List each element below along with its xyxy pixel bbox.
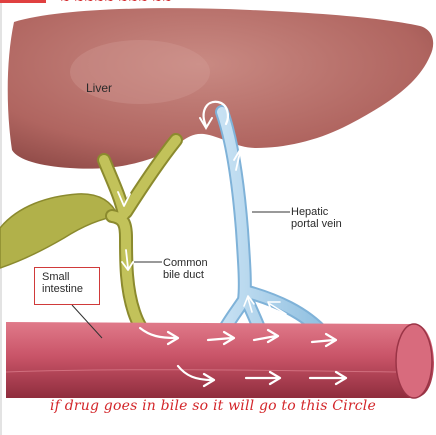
handwritten-annotation: if drug goes in bile so it will go to th… xyxy=(50,398,376,414)
intestine-end xyxy=(396,324,432,398)
common-bile-duct-label: Common bile duct xyxy=(163,257,208,281)
gallbladder xyxy=(0,194,118,268)
bile-duct-system xyxy=(104,140,176,336)
liver-label: Liver xyxy=(86,82,112,94)
small-intestine xyxy=(6,322,434,398)
top-handwritten-scribble: ~ ~~~~ ~~~ ~~ xyxy=(60,0,172,7)
left-margin-line xyxy=(0,0,2,435)
small-intestine-label: Small intestine xyxy=(34,267,100,305)
liver-shape xyxy=(8,8,433,168)
top-red-mark xyxy=(0,0,46,3)
hepatic-portal-vein-label: Hepatic portal vein xyxy=(291,206,342,230)
